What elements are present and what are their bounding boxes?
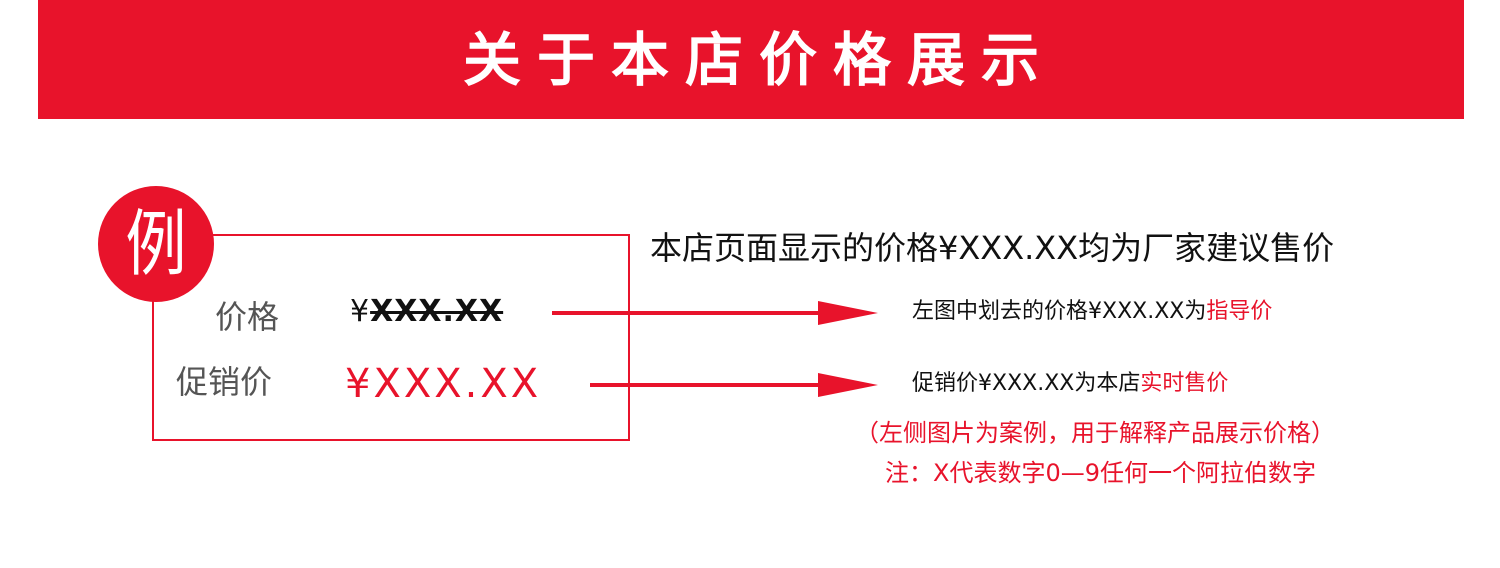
list-price-note-text: 左图中划去的价格¥XXX.XX为	[912, 299, 1207, 324]
list-price-value: ¥XXX.XX	[350, 297, 503, 327]
sale-price-note: 促销价¥XXX.XX为本店实时售价	[912, 373, 1228, 395]
example-badge-label: 例	[125, 202, 187, 286]
header-banner: 关于本店价格展示	[38, 0, 1464, 119]
example-price-box	[152, 234, 630, 441]
right-arrow-icon	[552, 301, 878, 325]
digit-note: 注：X代表数字0—9任何一个阿拉伯数字	[885, 459, 1316, 487]
example-badge: 例	[98, 186, 214, 302]
right-arrow-icon	[590, 373, 878, 397]
list-price-label: 价格	[215, 298, 280, 336]
list-price-currency: ¥	[350, 294, 371, 329]
price-disclaimer-headline: 本店页面显示的价格¥XXX.XX均为厂家建议售价	[650, 229, 1335, 267]
sale-price-note-text: 促销价¥XXX.XX为本店	[912, 371, 1141, 396]
sale-price-note-highlight: 实时售价	[1140, 371, 1229, 396]
list-price-note: 左图中划去的价格¥XXX.XX为指导价	[912, 301, 1272, 323]
sale-price-value: ¥XXX.XX	[345, 361, 542, 407]
sale-price-label: 促销价	[176, 363, 273, 401]
list-price-amount: XXX.XX	[370, 294, 504, 329]
list-price-note-highlight: 指导价	[1206, 299, 1273, 324]
case-note: （左侧图片为案例，用于解释产品展示价格）	[855, 419, 1335, 447]
page-title: 关于本店价格展示	[462, 25, 1055, 94]
